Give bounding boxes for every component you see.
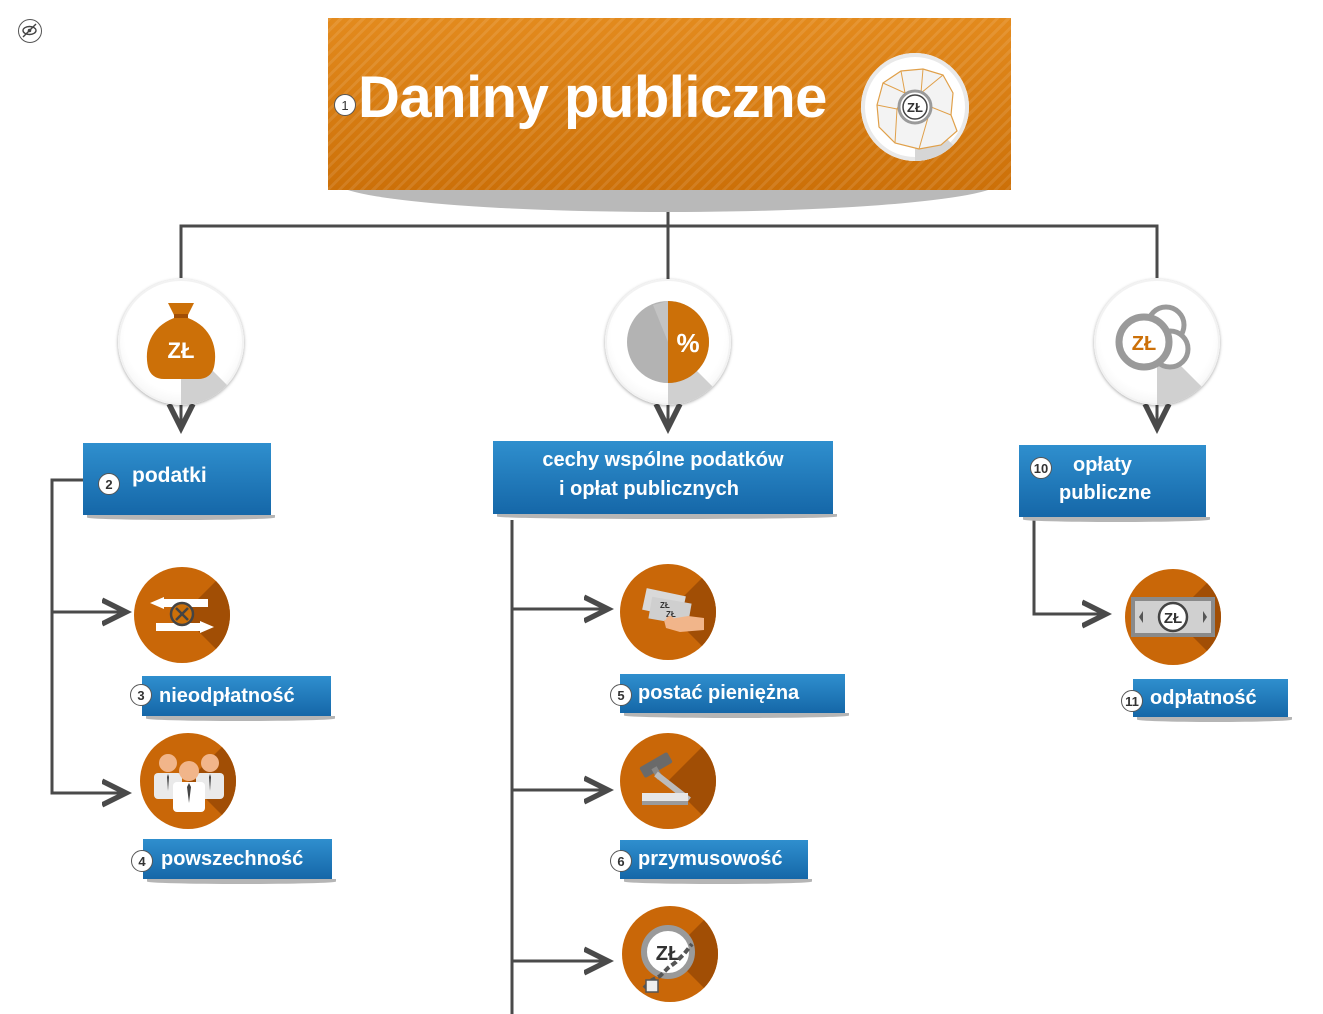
przymusowosc-label[interactable]: 6 przymusowość <box>610 840 812 884</box>
cash-hand-icon: ZŁ ZŁ <box>620 564 716 660</box>
oplaty-text-line1: opłaty <box>1073 454 1132 476</box>
hide-toggle-button[interactable] <box>18 19 42 43</box>
oplaty-label[interactable]: 10 opłaty publiczne <box>1019 445 1210 522</box>
people-icon <box>140 733 236 829</box>
eye-off-icon <box>22 23 37 38</box>
coins-icon: ZŁ <box>1094 279 1220 405</box>
cechy-text-line1: cechy wspólne podatków <box>542 449 784 471</box>
odplatnosc-text: odpłatność <box>1150 687 1257 709</box>
poland-map-coin-icon: ZŁ <box>861 53 969 161</box>
number-badge-11: 11 <box>1121 690 1143 712</box>
title-number-badge: 1 <box>334 94 356 116</box>
coins-text: ZŁ <box>1132 333 1156 355</box>
money-bag-icon: ZŁ <box>118 279 244 405</box>
number-badge-4: 4 <box>131 850 153 872</box>
page-title: Daniny publiczne <box>358 65 827 130</box>
chained-coin-icon: ZŁ <box>622 906 718 1002</box>
postac-label[interactable]: 5 postać pieniężna <box>610 674 849 718</box>
cechy-label[interactable]: cechy wspólne podatków i opłat publiczny… <box>493 441 837 519</box>
no-exchange-icon <box>134 567 230 663</box>
podatki-label[interactable]: 2 podatki <box>83 443 275 520</box>
powszechnosc-text: powszechność <box>161 848 304 870</box>
percent-pie-icon: % <box>605 279 731 405</box>
przymusowosc-text: przymusowość <box>638 848 783 870</box>
chained-coin-text: ZŁ <box>656 943 680 965</box>
percent-text: % <box>676 328 699 358</box>
powszechnosc-label[interactable]: 4 powszechność <box>131 839 336 884</box>
svg-text:ZŁ: ZŁ <box>660 601 670 610</box>
nieodplatnosc-label[interactable]: 3 nieodpłatność <box>130 676 335 721</box>
podatki-text: podatki <box>132 464 207 487</box>
cechy-text-line2: i opłat publicznych <box>558 478 739 500</box>
banknote-coin-text: ZŁ <box>1164 610 1182 627</box>
number-badge-10: 10 <box>1030 457 1052 479</box>
postac-text: postać pieniężna <box>638 682 800 704</box>
number-badge-2: 2 <box>98 473 120 495</box>
banknote-icon: ZŁ <box>1125 569 1221 665</box>
number-badge-3: 3 <box>130 684 152 706</box>
number-badge-5: 5 <box>610 684 632 706</box>
money-bag-text: ZŁ <box>168 338 195 363</box>
title-coin-text: ZŁ <box>907 100 923 115</box>
svg-text:ZŁ: ZŁ <box>666 610 676 619</box>
odplatnosc-label[interactable]: 11 odpłatność <box>1121 679 1292 722</box>
gavel-icon <box>620 733 716 829</box>
number-badge-6: 6 <box>610 850 632 872</box>
oplaty-text-line2: publiczne <box>1059 482 1152 504</box>
nieodplatnosc-text: nieodpłatność <box>159 685 295 707</box>
